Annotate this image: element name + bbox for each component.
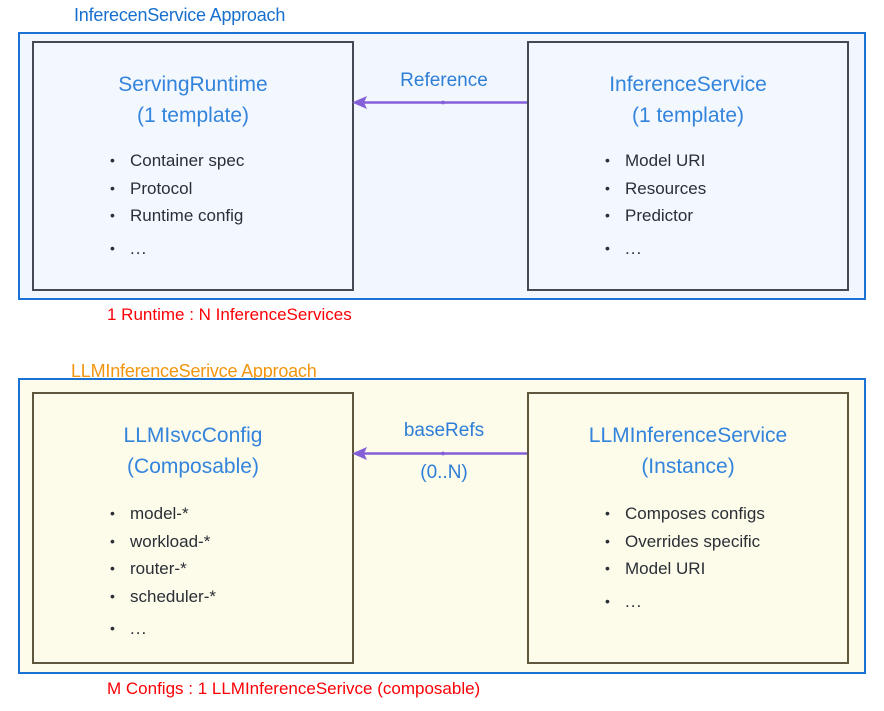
entity-card-inferenceservice: InferenceService (1 template) Model URI …: [527, 41, 849, 291]
entity-feature-list-llminferenceservice: Composes configs Overrides specific Mode…: [529, 482, 847, 615]
entity-card-llminferenceservice: LLMInferenceService (Instance) Composes …: [527, 392, 849, 664]
section-caption-inferenceservice: 1 Runtime : N InferenceServices: [107, 305, 352, 324]
list-item: ...: [110, 234, 352, 263]
relation-cardinality-baserefs: (0..N): [420, 462, 468, 483]
list-item: Container spec: [110, 146, 352, 175]
entity-feature-list-inferenceservice: Model URI Resources Predictor ...: [529, 131, 847, 262]
relation-label-baserefs: baseRefs: [403, 420, 485, 441]
list-item: ...: [110, 614, 352, 643]
entity-header-inferenceservice: InferenceService (1 template): [529, 43, 847, 131]
entity-subtitle-servingruntime: (1 template): [136, 104, 250, 127]
relation-arrow-baserefs: [350, 437, 532, 471]
entity-card-servingruntime: ServingRuntime (1 template) Container sp…: [32, 41, 354, 291]
list-item: workload-*: [110, 527, 352, 556]
list-item: ...: [605, 234, 847, 263]
relation-label-reference: Reference: [400, 70, 488, 91]
list-item: Overrides specific: [605, 527, 847, 556]
entity-name-servingruntime: ServingRuntime: [118, 73, 268, 96]
section-caption-llminferenceservice: M Configs : 1 LLMInferenceSerivce (compo…: [107, 679, 481, 698]
list-item: Resources: [605, 174, 847, 203]
entity-header-llmisvcconfig: LLMIsvcConfig (Composable): [34, 394, 352, 482]
entity-feature-list-llmisvcconfig: model-* workload-* router-* scheduler-* …: [34, 482, 352, 643]
list-item: router-*: [110, 554, 352, 583]
entity-card-llmisvcconfig: LLMIsvcConfig (Composable) model-* workl…: [32, 392, 354, 664]
list-item: Composes configs: [605, 499, 847, 528]
entity-name-inferenceservice: InferenceService: [609, 73, 767, 96]
list-item: Model URI: [605, 554, 847, 583]
relation-arrow-reference: [350, 86, 532, 120]
entity-subtitle-llminferenceservice: (Instance): [641, 455, 735, 478]
list-item: Runtime config: [110, 201, 352, 230]
section-title-llminferenceservice: LLMInferenceSerivce Approach: [71, 361, 317, 381]
entity-header-llminferenceservice: LLMInferenceService (Instance): [529, 394, 847, 482]
list-item: Model URI: [605, 146, 847, 175]
entity-name-llminferenceservice: LLMInferenceService: [588, 424, 788, 447]
entity-header-servingruntime: ServingRuntime (1 template): [34, 43, 352, 131]
list-item: Protocol: [110, 174, 352, 203]
entity-name-llmisvcconfig: LLMIsvcConfig: [123, 424, 263, 447]
entity-subtitle-llmisvcconfig: (Composable): [127, 455, 259, 478]
entity-subtitle-inferenceservice: (1 template): [631, 104, 745, 127]
list-item: Predictor: [605, 201, 847, 230]
list-item: model-*: [110, 499, 352, 528]
entity-feature-list-servingruntime: Container spec Protocol Runtime config .…: [34, 131, 352, 262]
list-item: scheduler-*: [110, 582, 352, 611]
list-item: ...: [605, 587, 847, 616]
section-title-inferenceservice: InferecenService Approach: [74, 5, 286, 25]
